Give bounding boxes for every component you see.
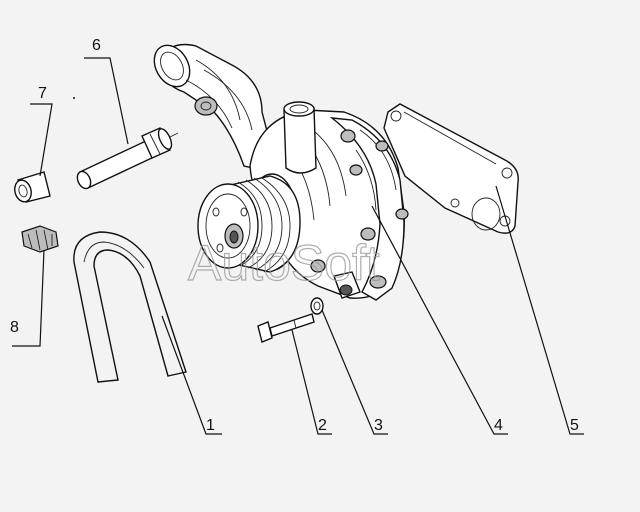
callout-8: 8	[10, 319, 19, 336]
leader-line-6	[84, 57, 129, 145]
leader-line-3	[321, 309, 388, 435]
leader-line-8	[12, 249, 45, 347]
hex-bolt	[257, 313, 315, 343]
callout-6: 6	[92, 37, 101, 54]
water-pump-assembly	[153, 43, 409, 301]
leader-line-7	[30, 103, 53, 177]
leader-line-2	[291, 329, 332, 435]
sleeve-bushing	[14, 171, 51, 203]
callout-7: 7	[38, 85, 47, 102]
drive-belt	[73, 231, 187, 383]
coolant-tube-bolt	[76, 127, 179, 190]
stray-mark	[73, 97, 75, 99]
watermark-text: AutoSoft	[188, 235, 380, 291]
callout-3: 3	[374, 417, 383, 434]
callout-4: 4	[494, 417, 503, 434]
leader-line-4	[371, 205, 508, 435]
leader-line-5	[495, 185, 584, 435]
callout-1: 1	[206, 417, 215, 434]
gasket-plate	[383, 103, 519, 234]
leader-line-1	[161, 315, 222, 435]
hex-nut	[21, 225, 59, 253]
callout-5: 5	[570, 417, 579, 434]
spring-washer	[310, 297, 324, 315]
callout-2: 2	[318, 417, 327, 434]
